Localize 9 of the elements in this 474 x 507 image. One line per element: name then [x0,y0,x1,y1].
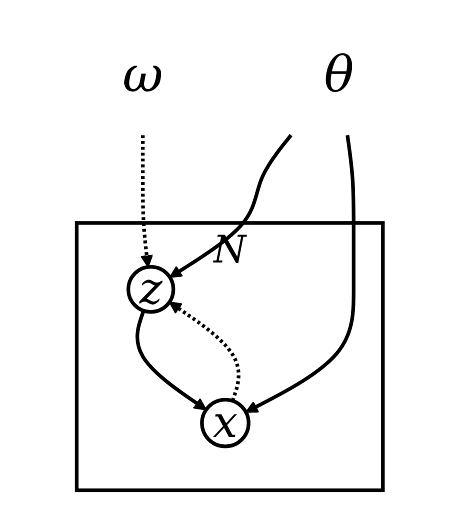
arrow [135,310,206,410]
arrow [140,135,153,268]
node-circle: z [126,265,175,314]
node-text: θ [324,46,354,104]
arrow [245,134,356,413]
arrow [169,134,292,278]
arrow [168,302,240,402]
node-text: ω [122,46,163,104]
node-circle: x [200,398,250,448]
